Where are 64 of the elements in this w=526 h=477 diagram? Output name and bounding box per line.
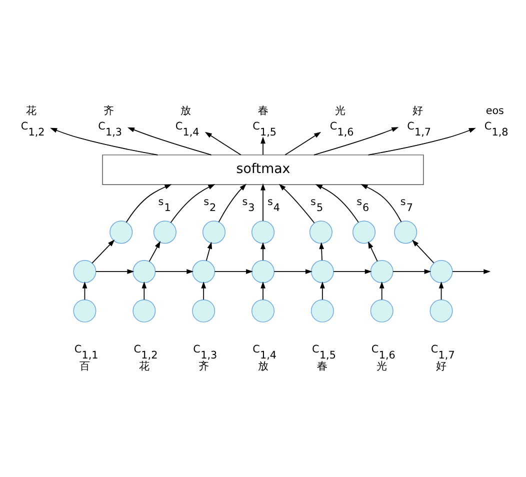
- arrow: [379, 281, 384, 300]
- arrow: [218, 184, 246, 222]
- arrow: [206, 242, 212, 262]
- arrow: [92, 240, 115, 264]
- node-circle: [309, 220, 332, 244]
- node-label: 齐: [198, 360, 208, 372]
- node-label: 好: [436, 360, 446, 372]
- node-box: softmax: [102, 154, 424, 186]
- node-circle: [192, 299, 216, 322]
- node-label: 花: [138, 360, 149, 372]
- node-circle: [73, 299, 96, 322]
- node-circle: [370, 299, 394, 322]
- arrow: [360, 184, 402, 222]
- node-circle: [370, 260, 394, 284]
- arrow: [260, 281, 266, 300]
- arrow: [126, 184, 172, 223]
- node-label: 春: [317, 360, 328, 372]
- arrow: [50, 128, 158, 156]
- arrow: [368, 241, 378, 262]
- arrow: [274, 269, 312, 274]
- node-label: 百: [80, 360, 90, 372]
- node-circle: [251, 260, 275, 284]
- arrow: [438, 281, 444, 300]
- arrow: [204, 132, 242, 156]
- node-label: 光: [376, 360, 387, 372]
- node-circle: [310, 260, 334, 284]
- arrow: [368, 128, 476, 156]
- node-circle: [251, 220, 275, 244]
- arrow: [278, 184, 315, 224]
- node-circle: [394, 220, 418, 244]
- arrow: [392, 269, 432, 274]
- arrow: [201, 281, 206, 300]
- arrow: [142, 281, 147, 300]
- node-circle: [192, 260, 216, 284]
- arrow: [154, 269, 194, 274]
- arrow: [333, 269, 372, 274]
- arrow: [314, 127, 399, 156]
- node-circle: [132, 299, 156, 322]
- node-circle: [251, 299, 275, 322]
- arrow: [260, 183, 266, 222]
- node-circle: [153, 220, 176, 244]
- node-circle: [310, 299, 334, 322]
- arrow: [170, 184, 216, 224]
- arrow: [315, 184, 359, 223]
- arrow: [214, 269, 254, 274]
- node-circle: [73, 260, 96, 284]
- node-circle: [430, 299, 453, 322]
- node-circle: [202, 220, 226, 244]
- node-label: 放: [258, 360, 268, 372]
- arrow: [95, 269, 134, 274]
- node-circle: [430, 260, 453, 284]
- arrow: [82, 281, 88, 300]
- arrow: [412, 240, 434, 264]
- node-circle: [132, 260, 156, 284]
- node-circle: [110, 220, 133, 244]
- arrow: [319, 242, 324, 261]
- arrow: [284, 132, 322, 156]
- arrow: [148, 241, 161, 262]
- arrow: [260, 242, 266, 261]
- arrow: [320, 281, 325, 300]
- arrow: [127, 127, 212, 156]
- arrow: [260, 136, 266, 156]
- node-circle: [352, 220, 376, 244]
- arrow: [452, 269, 491, 274]
